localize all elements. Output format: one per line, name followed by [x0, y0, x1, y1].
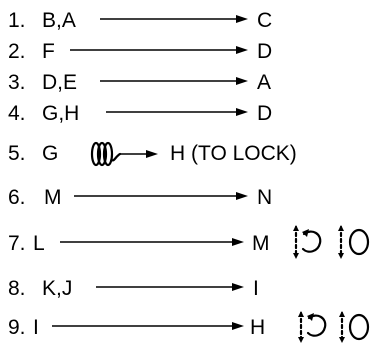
coil-loop-3 — [102, 141, 114, 167]
step-7-arrowhead — [232, 238, 244, 246]
step-9-to: H — [250, 316, 265, 339]
step-6-to: N — [257, 186, 272, 209]
step-6: 6. M N — [8, 186, 272, 209]
step-3-number: 3. — [8, 71, 26, 94]
coil-loop-2 — [96, 141, 108, 167]
clockwise-rotation-icon — [338, 225, 370, 259]
cw-axis-arrow-bottom — [338, 253, 344, 259]
step-9-number: 9. — [8, 316, 26, 339]
step-3-to: A — [257, 71, 271, 94]
step-8-to: I — [253, 277, 259, 300]
ccw-arrowhead — [307, 313, 314, 321]
clockwise-rotation-icon — [339, 311, 370, 343]
step-4-to: D — [257, 102, 272, 125]
step-7-from: L — [33, 232, 45, 255]
step-1-from: B,A — [42, 9, 76, 32]
step-1-to: C — [257, 9, 272, 32]
cw-axis-arrow-top — [338, 225, 344, 231]
coil-spring-icon — [90, 141, 122, 167]
coil-loop-1 — [90, 141, 102, 167]
step-5-number: 5. — [8, 142, 26, 165]
cw-ring — [348, 313, 370, 341]
step-8: 8. K,J I — [8, 277, 259, 300]
step-8-arrowhead — [232, 283, 244, 291]
coil-tail — [110, 152, 122, 162]
step-8-number: 8. — [8, 277, 26, 300]
step-7-to: M — [252, 232, 270, 255]
step-1: 1. B,A C — [8, 9, 272, 32]
step-4-from: G,H — [42, 102, 79, 125]
step-9-arrowhead — [232, 322, 244, 330]
counterclockwise-rotation-icon — [298, 311, 327, 343]
step-6-from: M — [44, 186, 62, 209]
step-4-number: 4. — [8, 102, 26, 125]
step-3: 3. D,E A — [8, 71, 271, 94]
step-6-number: 6. — [8, 186, 26, 209]
step-5-from: G — [42, 142, 58, 165]
ccw-axis-arrow-top — [293, 225, 299, 231]
ccw-arc — [306, 314, 327, 337]
ccw-arrowhead — [302, 229, 309, 237]
ccw-axis-arrow-bottom — [298, 337, 304, 343]
step-8-from: K,J — [42, 277, 72, 300]
step-2-number: 2. — [8, 40, 26, 63]
step-3-arrowhead — [236, 77, 248, 85]
step-4: 4. G,H D — [8, 102, 272, 125]
counterclockwise-rotation-icon — [293, 225, 322, 259]
step-1-number: 1. — [8, 9, 26, 32]
step-5: 5. G H (TO LOCK) — [8, 141, 297, 167]
cw-axis-arrow-bottom — [339, 337, 345, 343]
step-7-number: 7. — [8, 232, 26, 255]
step-2: 2. F D — [8, 40, 272, 63]
cw-ring — [348, 228, 370, 256]
step-7: 7. L M — [8, 225, 370, 259]
step-2-to: D — [257, 40, 272, 63]
ccw-axis-arrow-top — [298, 311, 304, 317]
step-6-arrowhead — [236, 192, 248, 200]
step-2-arrowhead — [236, 46, 248, 54]
step-5-to: H (TO LOCK) — [170, 142, 297, 165]
ccw-axis-arrow-bottom — [293, 253, 299, 259]
step-1-arrowhead — [236, 15, 248, 23]
step-2-from: F — [42, 40, 55, 63]
step-9: 9. I H — [8, 311, 370, 343]
step-5-arrowhead — [146, 150, 158, 158]
step-3-from: D,E — [42, 71, 77, 94]
cw-axis-arrow-top — [339, 311, 345, 317]
step-4-arrowhead — [236, 108, 248, 116]
step-9-from: I — [33, 316, 39, 339]
ccw-arc — [301, 230, 322, 253]
